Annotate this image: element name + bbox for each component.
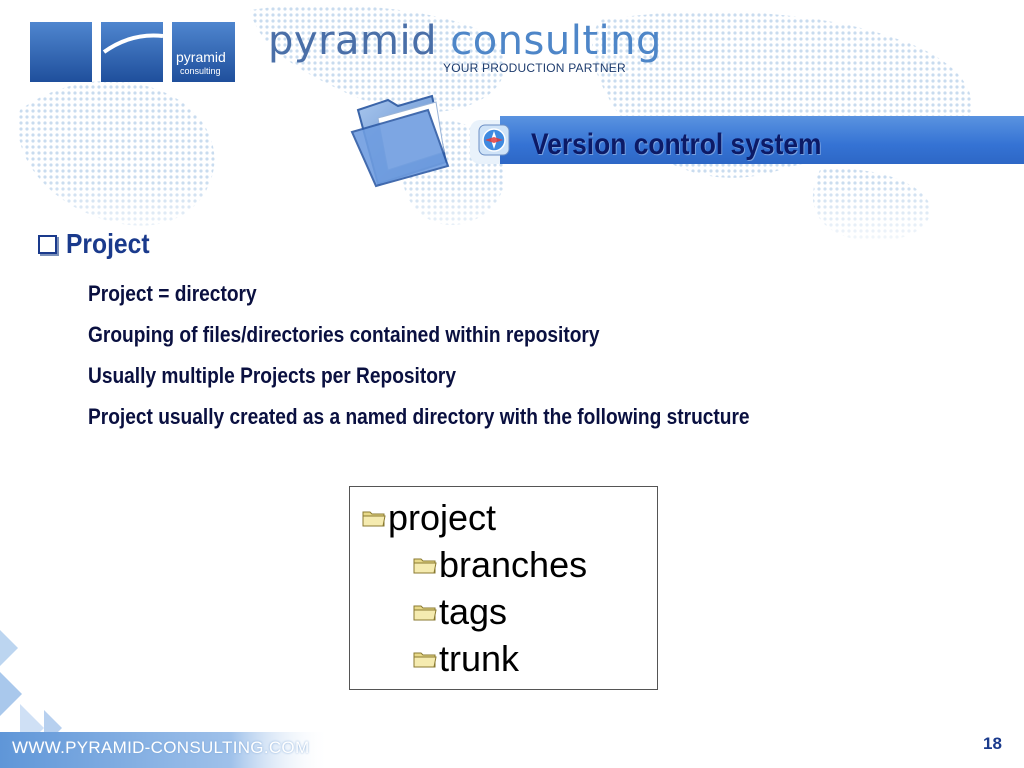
tree-item-label: branches xyxy=(439,544,588,585)
folder-icon xyxy=(362,511,386,527)
brand-name-part2: consulting xyxy=(450,18,662,64)
folder-icon xyxy=(350,94,450,188)
bullet-list: Project = directory Grouping of files/di… xyxy=(88,280,848,444)
page-number: 18 xyxy=(983,734,1002,753)
section-heading: Project xyxy=(38,228,161,260)
folder-icon xyxy=(413,652,437,668)
tree-item-label: tags xyxy=(439,591,508,632)
tree-item-root: project xyxy=(362,497,496,539)
folder-icon xyxy=(413,605,437,621)
tree-item-branches: branches xyxy=(413,544,587,586)
brand-name: pyramid consulting xyxy=(268,18,662,64)
checkbox-icon xyxy=(38,234,57,254)
title-bar xyxy=(500,116,1024,164)
tree-item-label: trunk xyxy=(439,638,520,679)
slide-title: Version control system xyxy=(531,128,822,161)
footer-decoration xyxy=(0,630,330,768)
bullet-item: Usually multiple Projects per Repository xyxy=(88,363,457,388)
compass-icon xyxy=(478,124,510,156)
brand-name-part1: pyramid xyxy=(268,18,437,64)
section-title: Project xyxy=(66,228,150,259)
brand-tagline: YOUR PRODUCTION PARTNER xyxy=(443,61,626,75)
folder-icon xyxy=(413,558,437,574)
tree-item-trunk: trunk xyxy=(413,638,519,680)
bullet-item: Project = directory xyxy=(88,281,257,306)
bullet-item: Project usually created as a named direc… xyxy=(88,404,750,429)
tree-item-label: project xyxy=(388,497,497,538)
footer-website-link[interactable]: WWW.PYRAMID-CONSULTING.COM xyxy=(12,738,310,757)
logo-word-bottom: consulting xyxy=(180,66,221,76)
logo-word-top: pyramid xyxy=(176,49,226,65)
tree-item-tags: tags xyxy=(413,591,507,633)
directory-tree: project branches tags trunk xyxy=(349,486,658,690)
bullet-item: Grouping of files/directories contained … xyxy=(88,322,600,347)
pyramid-logo: pyramid consulting xyxy=(30,22,235,82)
